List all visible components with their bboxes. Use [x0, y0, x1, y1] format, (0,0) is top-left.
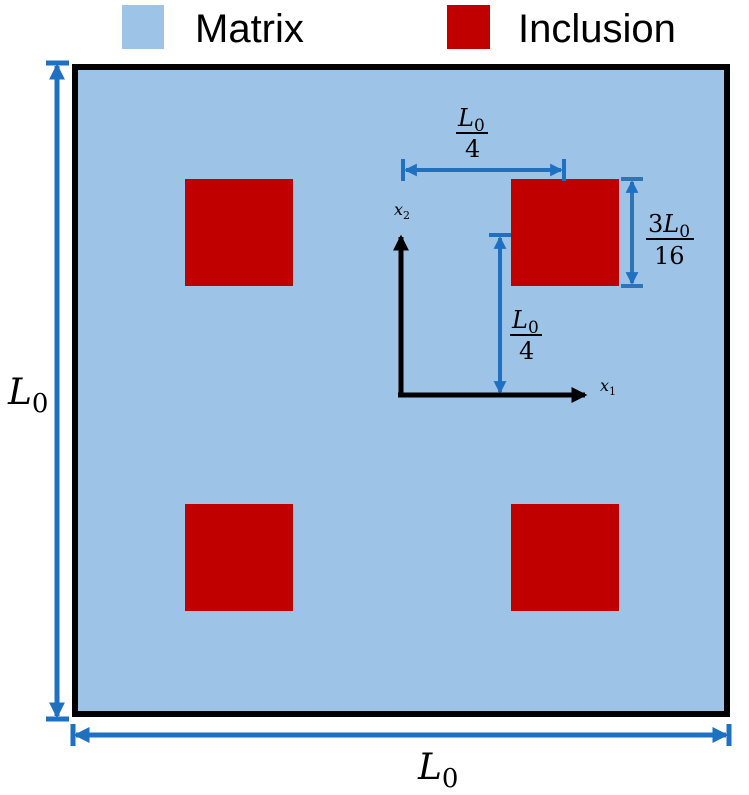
- x1-axis-label: x1: [600, 376, 616, 398]
- svg-text:L0: L0: [511, 306, 539, 338]
- inclusion-size-dimension: [621, 177, 643, 288]
- svg-text:4: 4: [465, 135, 480, 163]
- svg-text:L0: L0: [457, 104, 485, 136]
- inclusion-bottom-left: [185, 504, 293, 611]
- inclusion-top-left: [185, 179, 293, 286]
- inclusion-size-label: 3L0 16: [646, 210, 694, 270]
- width-label: L0: [417, 747, 458, 794]
- spacing-top-dimension: [401, 159, 566, 181]
- inclusion-top-right: [511, 179, 619, 286]
- coordinate-axes: [392, 234, 588, 404]
- legend-swatch-matrix: [122, 5, 164, 49]
- spacing-top-label: L0 4: [456, 104, 488, 163]
- height-dimension: [46, 60, 69, 722]
- inclusion-bottom-right: [511, 504, 619, 611]
- height-label: L0: [7, 372, 48, 419]
- legend-label-inclusion: Inclusion: [518, 7, 676, 51]
- legend-label-matrix: Matrix: [195, 7, 304, 51]
- svg-text:4: 4: [519, 337, 534, 365]
- svg-text:16: 16: [654, 242, 685, 270]
- svg-text:3L0: 3L0: [648, 210, 690, 242]
- x2-axis-label: x2: [394, 200, 410, 222]
- spacing-vertical-label: L0 4: [510, 306, 542, 365]
- legend: Matrix Inclusion: [122, 5, 676, 51]
- width-dimension: [70, 724, 732, 746]
- legend-swatch-inclusion: [447, 5, 490, 49]
